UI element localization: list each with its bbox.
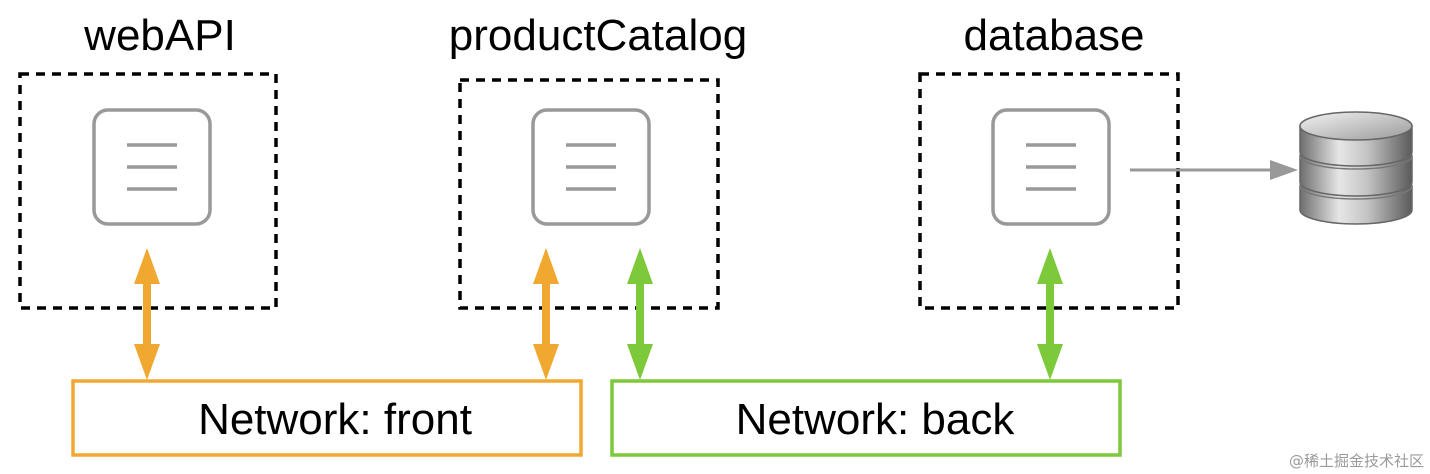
connection-productcatalog-front bbox=[533, 248, 559, 380]
service-title-webapi: webAPI bbox=[83, 11, 236, 60]
watermark-text: @稀土掘金技术社区 bbox=[1289, 452, 1424, 470]
service-title-database: database bbox=[963, 11, 1144, 60]
network-back-box bbox=[610, 379, 1122, 457]
connection-database-back bbox=[1037, 248, 1063, 380]
service-container-productcatalog bbox=[458, 78, 720, 310]
external-storage-arrow bbox=[1130, 160, 1298, 180]
service-icon bbox=[92, 108, 212, 226]
network-front-box bbox=[71, 379, 583, 457]
database-storage-icon bbox=[1299, 111, 1413, 225]
service-title-productcatalog: productCatalog bbox=[449, 11, 747, 60]
connection-productcatalog-back bbox=[627, 248, 653, 380]
network-back: Network: back bbox=[610, 379, 1122, 457]
network-front-label: Network: front bbox=[198, 395, 472, 444]
service-container-webapi bbox=[18, 72, 278, 310]
service-webapi: webAPI bbox=[18, 11, 278, 310]
network-front: Network: front bbox=[71, 379, 583, 457]
service-database: database bbox=[918, 11, 1180, 310]
service-container-database bbox=[918, 72, 1180, 310]
service-icon bbox=[531, 108, 651, 226]
network-back-label: Network: back bbox=[736, 395, 1016, 444]
service-icon bbox=[991, 108, 1111, 226]
service-productcatalog: productCatalog bbox=[449, 11, 747, 310]
connection-webapi-front bbox=[134, 248, 160, 380]
